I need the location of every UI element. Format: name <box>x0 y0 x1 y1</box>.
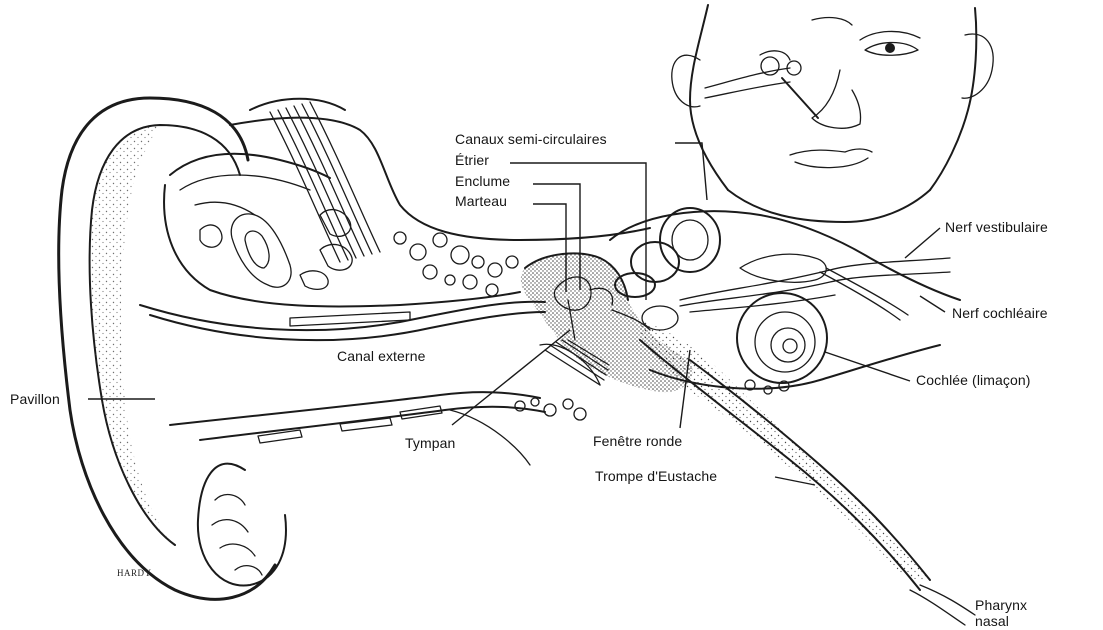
label-nerf-vestibulaire: Nerf vestibulaire <box>945 219 1048 235</box>
label-marteau: Marteau <box>455 193 507 209</box>
label-tympan: Tympan <box>405 435 455 451</box>
label-cochlee: Cochlée (limaçon) <box>916 372 1031 388</box>
label-pharynx: Pharynx <box>975 597 1027 613</box>
label-enclume: Enclume <box>455 173 510 189</box>
leader-nerf-cochleaire <box>920 296 945 312</box>
label-nerf-cochleaire: Nerf cochléaire <box>952 305 1048 321</box>
face-drawing <box>672 5 993 222</box>
label-canal-externe: Canal externe <box>337 348 426 364</box>
artist-signature: HARDY <box>117 568 152 578</box>
leader-tympan <box>452 330 570 425</box>
label-fenetre-ronde: Fenêtre ronde <box>593 433 682 449</box>
label-canaux-semi-circulaires: Canaux semi-circulaires <box>455 131 607 147</box>
ear-canal-drawing <box>140 302 545 465</box>
label-nasal: nasal <box>975 613 1009 629</box>
label-etrier: Étrier <box>455 152 489 168</box>
cell-texture <box>200 210 352 290</box>
label-trompe-eustache: Trompe d'Eustache <box>595 468 717 484</box>
leader-canaux <box>675 143 707 200</box>
leader-nerf-vestibulaire <box>905 228 940 258</box>
label-pavillon: Pavillon <box>10 391 60 407</box>
